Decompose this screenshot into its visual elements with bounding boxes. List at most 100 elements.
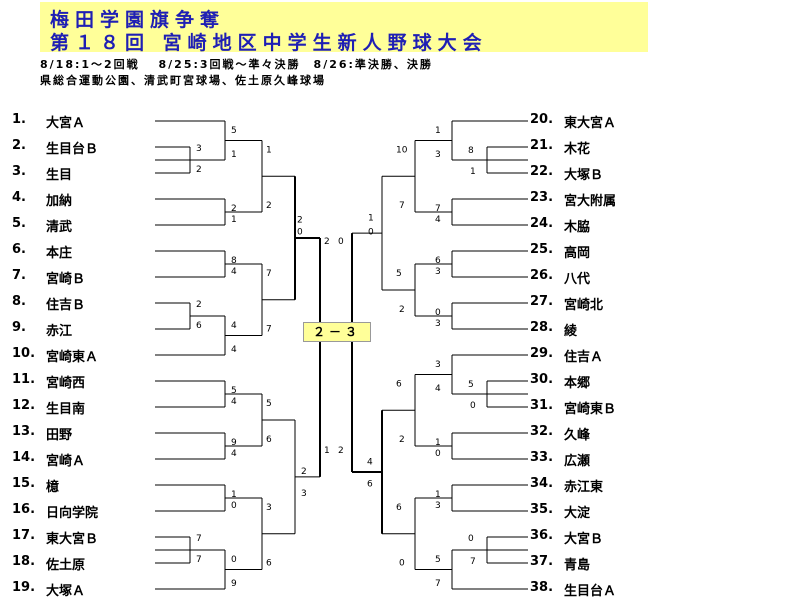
team-number: 18. bbox=[12, 554, 36, 569]
team-name: 大淀 bbox=[564, 506, 591, 521]
score-label: 0 bbox=[399, 559, 405, 569]
team-name: 宮崎Ｂ bbox=[46, 272, 86, 287]
score-label: 5 bbox=[231, 386, 237, 396]
score-label: 4 bbox=[435, 384, 441, 394]
team-entry: 34.赤江東 bbox=[530, 476, 655, 495]
score-label: 7 bbox=[399, 201, 405, 211]
team-entry: 7. 宮崎Ｂ bbox=[12, 268, 136, 287]
team-number: 26. bbox=[530, 268, 554, 283]
team-name: 宮崎北 bbox=[564, 298, 604, 313]
score-label: 9 bbox=[231, 438, 237, 448]
team-entry: 4. 加納 bbox=[12, 190, 136, 209]
team-number: 20. bbox=[530, 112, 554, 127]
team-number: 1. bbox=[12, 112, 26, 127]
team-number: 13. bbox=[12, 424, 36, 439]
score-label: 6 bbox=[396, 503, 402, 513]
team-name: 宮崎東Ｂ bbox=[564, 402, 617, 417]
score-label: 4 bbox=[231, 267, 237, 277]
score-label: 7 bbox=[470, 557, 476, 567]
team-entry: 31. 宮崎東Ｂ bbox=[530, 398, 655, 417]
score-label: 3 bbox=[435, 360, 441, 370]
team-entry: 37.青島 bbox=[530, 554, 655, 573]
team-entry: 17.東大宮Ｂ bbox=[12, 528, 136, 547]
score-label: 5 bbox=[231, 126, 237, 136]
team-entry: 27.宮崎北 bbox=[530, 294, 655, 313]
score-label: 4 bbox=[367, 457, 373, 467]
score-label: 9 bbox=[231, 579, 237, 589]
team-number: 35. bbox=[530, 502, 554, 517]
team-name: 久峰 bbox=[564, 428, 591, 443]
score-label: 5 bbox=[468, 380, 474, 390]
score-label: 6 bbox=[266, 559, 272, 569]
score-label: 4 bbox=[435, 215, 441, 225]
team-number: 2. bbox=[12, 138, 26, 153]
team-name: 青島 bbox=[564, 558, 591, 573]
score-label: 7 bbox=[196, 555, 202, 565]
score-label: 2 bbox=[297, 215, 303, 225]
team-name: 大塚Ｂ bbox=[564, 168, 604, 183]
title-banner: 梅田学園旗争奪 第１８回 宮崎地区中学生新人野球大会 bbox=[40, 2, 648, 54]
team-entry: 3. 生目 bbox=[12, 164, 136, 183]
score-label: 0 bbox=[435, 308, 441, 318]
team-name: 東大宮Ａ bbox=[564, 116, 617, 131]
score-label: 0 bbox=[297, 227, 303, 237]
team-number: 4. bbox=[12, 190, 26, 205]
score-label: 3 bbox=[435, 501, 441, 511]
team-number: 29. bbox=[530, 346, 554, 361]
team-entry: 19.大塚Ａ bbox=[12, 580, 136, 599]
score-label: 0 bbox=[338, 237, 344, 247]
score-label: 1 bbox=[435, 126, 441, 136]
team-name: 木花 bbox=[564, 142, 591, 157]
score-label: 1 bbox=[324, 446, 330, 456]
team-name: 加納 bbox=[46, 194, 73, 209]
team-name: 生目台Ａ bbox=[564, 584, 617, 599]
team-number: 32. bbox=[530, 424, 554, 439]
score-label: 10 bbox=[396, 146, 408, 156]
team-entry: 14.宮崎Ａ bbox=[12, 450, 136, 469]
team-name: 佐土原 bbox=[46, 558, 86, 573]
score-label: 1 bbox=[470, 167, 476, 177]
team-entry: 6.本庄 bbox=[12, 242, 136, 261]
team-entry: 2.生目台Ｂ bbox=[12, 138, 136, 157]
score-label: 8 bbox=[231, 256, 237, 266]
team-number: 24. bbox=[530, 216, 554, 231]
team-name: 田野 bbox=[46, 428, 73, 443]
score-label: 4 bbox=[231, 397, 237, 407]
team-name: 生目南 bbox=[46, 402, 86, 417]
team-number: 33. bbox=[530, 450, 554, 465]
team-entry: 11.宮崎西 bbox=[12, 372, 136, 391]
team-number: 31. bbox=[530, 398, 554, 413]
team-name: 住吉Ｂ bbox=[46, 298, 86, 313]
team-entry: 9.赤江 bbox=[12, 320, 136, 339]
team-name: 本郷 bbox=[564, 376, 591, 391]
team-entry: 20. 東大宮Ａ bbox=[530, 112, 655, 131]
schedule-dates: 8/18:1～2回戦 8/25:3回戦～準々決勝 8/26:準決勝、決勝 bbox=[40, 58, 433, 71]
score-label: 7 bbox=[435, 579, 441, 589]
team-entry: 13. 田野 bbox=[12, 424, 136, 443]
team-name: 檍 bbox=[46, 480, 60, 495]
team-number: 3. bbox=[12, 164, 26, 179]
score-label: 1 bbox=[435, 490, 441, 500]
team-name: 清武 bbox=[46, 220, 73, 235]
score-label: 3 bbox=[435, 150, 441, 160]
score-label: 7 bbox=[435, 204, 441, 214]
score-label: 2 bbox=[266, 201, 272, 211]
score-label: 7 bbox=[266, 269, 272, 279]
team-entry: 23.宮大附属 bbox=[530, 190, 655, 209]
score-label: 6 bbox=[196, 321, 202, 331]
team-name: 綾 bbox=[564, 324, 578, 339]
team-name: 宮崎Ａ bbox=[46, 454, 86, 469]
team-entry: 21.木花 bbox=[530, 138, 655, 157]
team-number: 15. bbox=[12, 476, 36, 491]
team-name: 生目 bbox=[46, 168, 73, 183]
team-entry: 30.本郷 bbox=[530, 372, 655, 391]
team-name: 八代 bbox=[564, 272, 591, 287]
team-entry: 26. 八代 bbox=[530, 268, 655, 287]
team-entry: 5.清武 bbox=[12, 216, 136, 235]
score-label: 5 bbox=[396, 269, 402, 279]
team-number: 7. bbox=[12, 268, 26, 283]
team-entry: 10.宮崎東Ａ bbox=[12, 346, 136, 365]
team-entry: 33.広瀬 bbox=[530, 450, 655, 469]
score-label: 3 bbox=[266, 503, 272, 513]
team-name: 住吉Ａ bbox=[564, 350, 604, 365]
